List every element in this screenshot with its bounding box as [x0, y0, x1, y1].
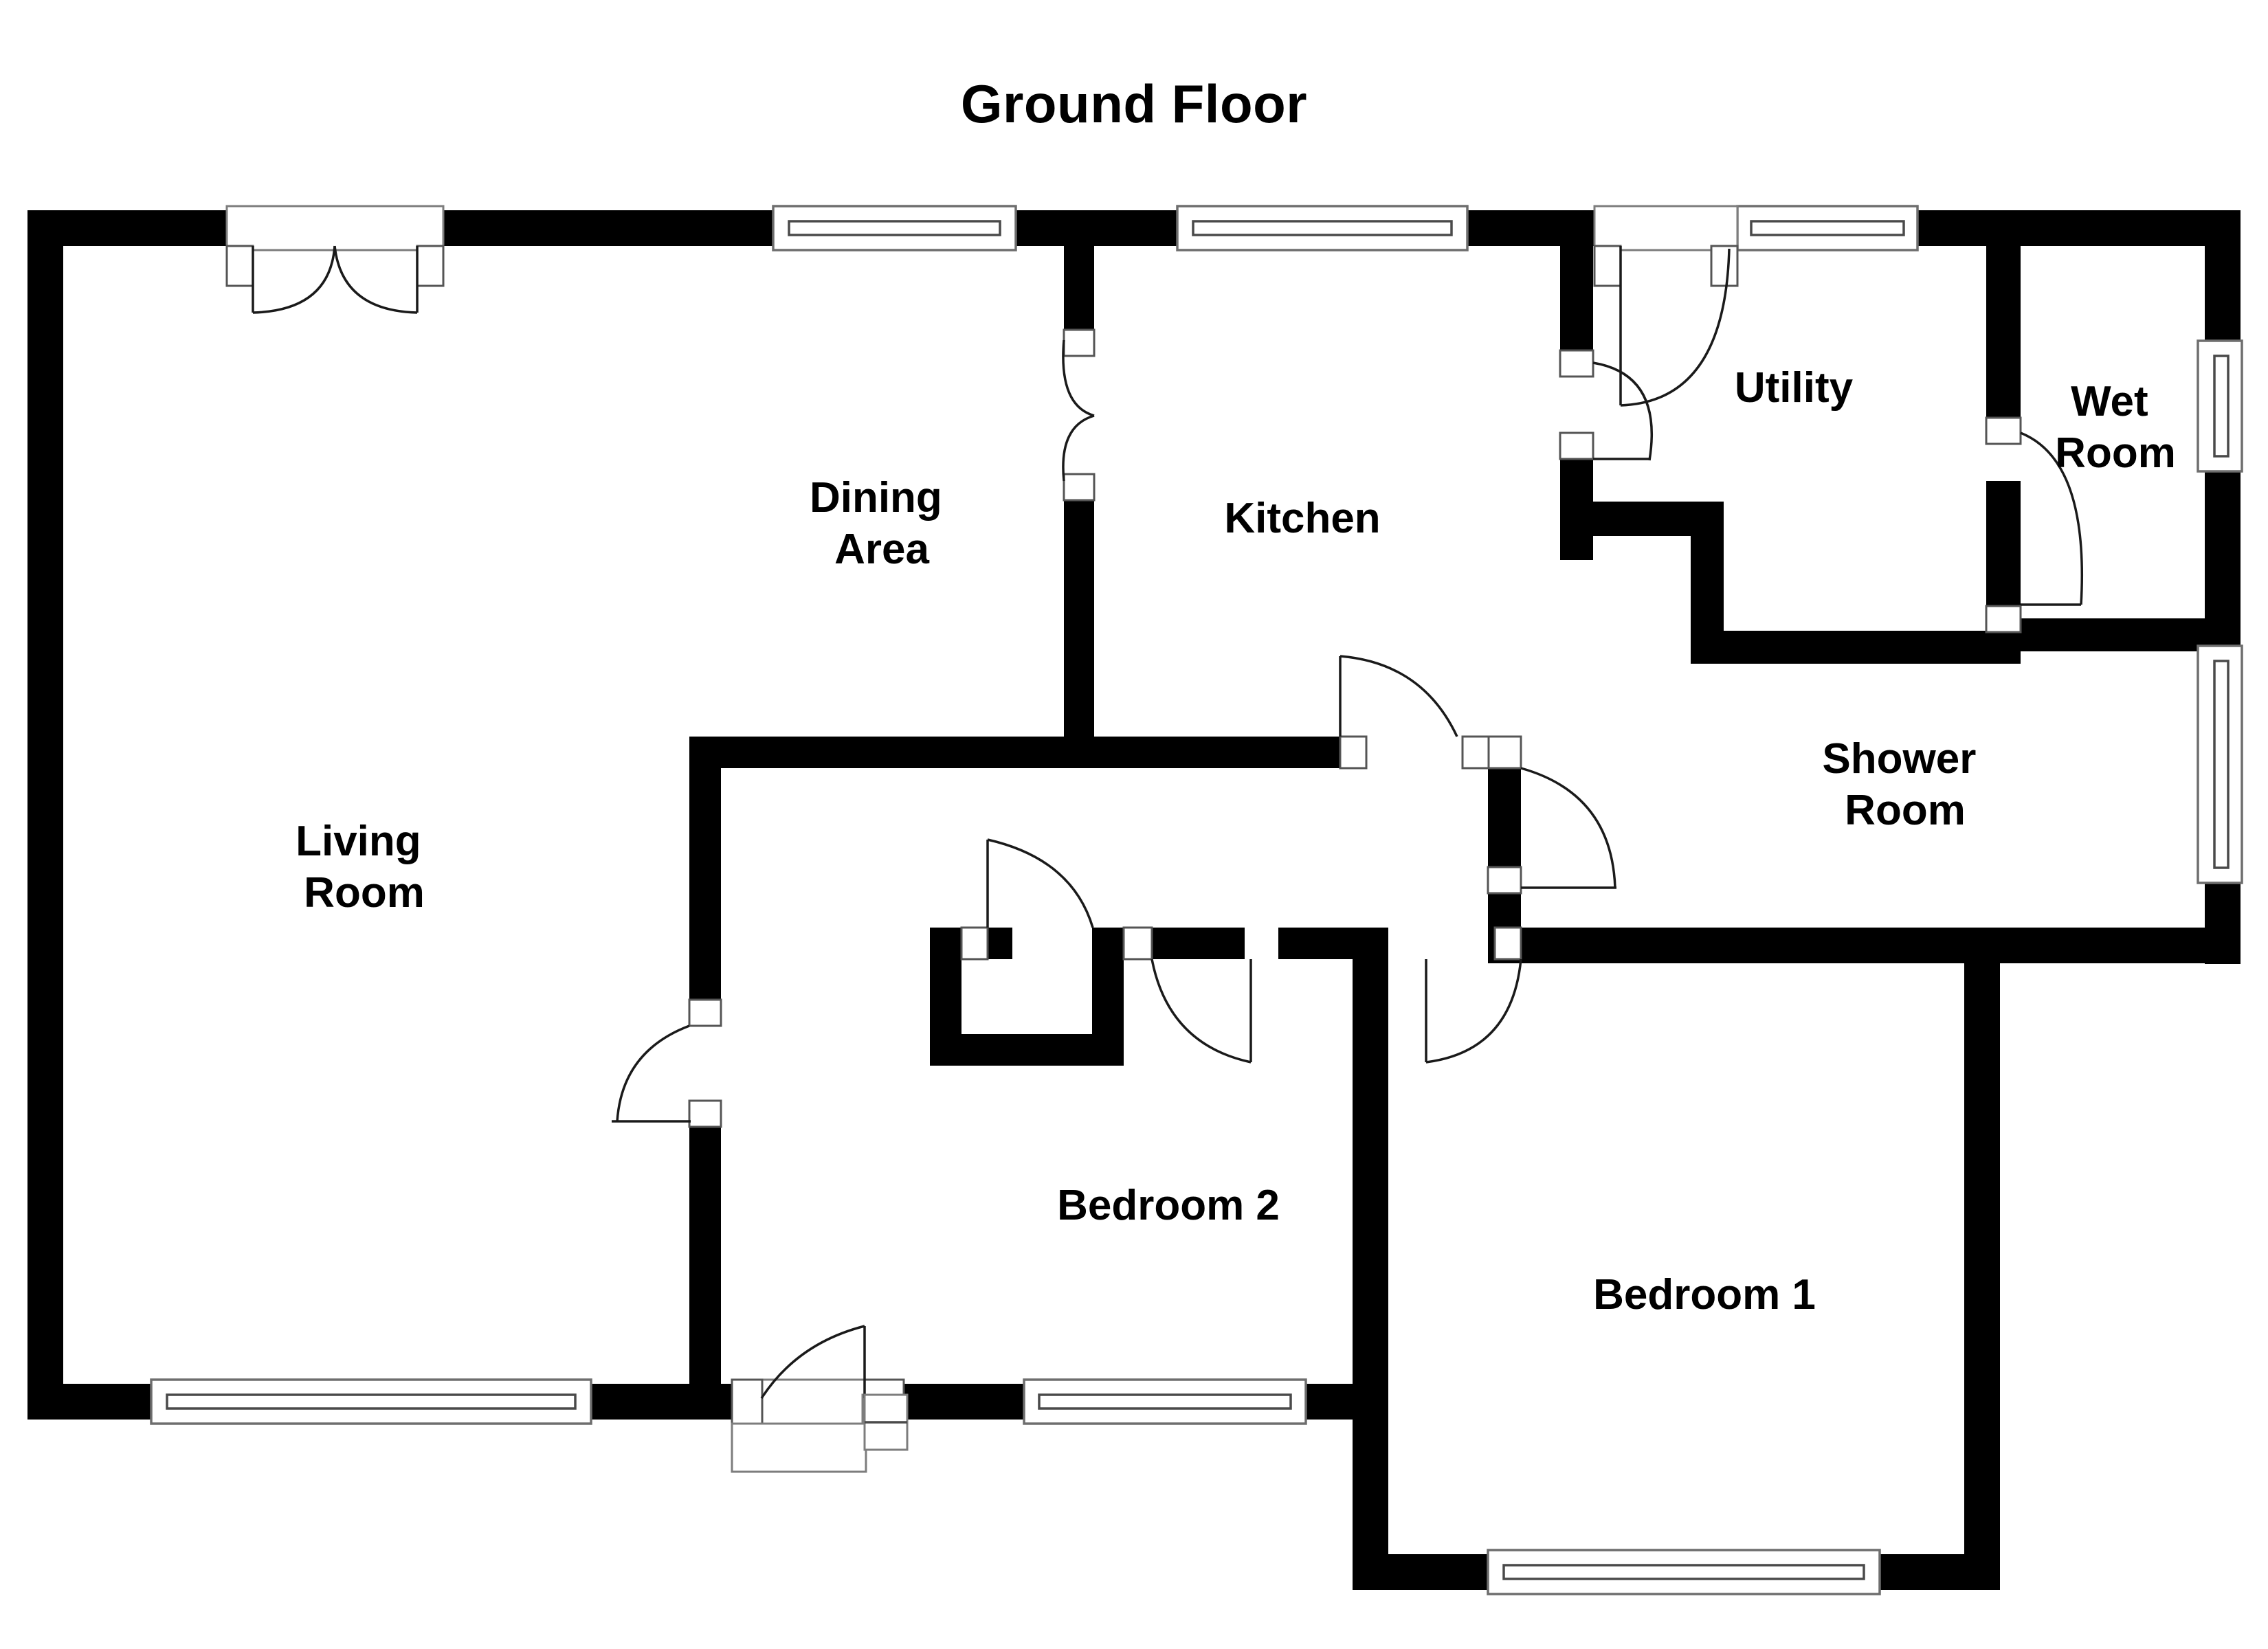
- room-label-utility-line1: Utility: [1735, 364, 1854, 412]
- dining-kitchen-door[interactable]: [1062, 328, 1096, 502]
- wall-west-exterior: [27, 210, 63, 1420]
- room-label-dining-area: Dining Area: [810, 474, 954, 573]
- wall-cupboard-east: [1092, 928, 1124, 1065]
- room-label-wet-room-line1: Wet: [2071, 378, 2148, 425]
- hall-cupboard-door[interactable]: [960, 838, 1094, 961]
- room-label-shower-room-line1: Shower: [1822, 735, 1976, 783]
- room-label-wet-room: Wet Room: [2055, 378, 2176, 477]
- room-label-shower-room-line2: Room: [1845, 787, 1966, 834]
- front-double-door[interactable]: [225, 205, 445, 314]
- wall-north-right: [1917, 210, 2241, 246]
- room-label-dining-area-line2: Area: [834, 526, 929, 573]
- wall-kitchen-east-upper: [1560, 246, 1593, 363]
- room-labels-group: Living Room Dining Area Kitchen Utility …: [296, 364, 2176, 1319]
- wall-north-pier-1: [1016, 210, 1177, 246]
- wall-bed2-east: [1353, 928, 1388, 1388]
- window-bedroom1-south: [1487, 1549, 1881, 1595]
- room-label-living-room-line2: Room: [304, 869, 425, 917]
- wall-cupboard-south: [930, 1034, 1124, 1066]
- window-showerroom-east: [2197, 644, 2243, 884]
- room-label-wet-room-line2: Room: [2055, 429, 2176, 477]
- window-bedroom2-south: [1023, 1378, 1307, 1425]
- window-kitchen-north: [1176, 205, 1469, 251]
- wall-south-pier-a: [904, 1384, 1041, 1420]
- hall-bedroom2-door[interactable]: [1122, 926, 1252, 1064]
- room-label-kitchen-line1: Kitchen: [1224, 495, 1380, 542]
- wall-bed2-north-right: [1152, 928, 1245, 959]
- kitchen-utility-door[interactable]: [1559, 349, 1653, 461]
- page-title: Ground Floor: [960, 74, 1308, 134]
- wall-south-living-left: [27, 1384, 151, 1420]
- wall-bed2-north-seg: [1278, 928, 1388, 959]
- wall-living-east-lower: [689, 1127, 721, 1415]
- window-utility-north: [1736, 205, 1919, 251]
- room-label-kitchen: Kitchen: [1224, 495, 1380, 542]
- wall-east-top: [2205, 210, 2241, 341]
- utility-exterior-door[interactable]: [1593, 205, 1739, 407]
- wall-bed1-south-left: [1353, 1554, 1490, 1590]
- wall-shower-north: [1691, 631, 2021, 664]
- room-label-living-room: Living Room: [296, 818, 433, 917]
- living-hall-door[interactable]: [612, 998, 722, 1128]
- room-label-bedroom-2-line1: Bedroom 2: [1057, 1182, 1280, 1229]
- window-dining-north: [772, 205, 1017, 251]
- walls-group: [27, 210, 2241, 1590]
- rear-exterior-door[interactable]: [731, 1325, 909, 1473]
- wall-dining-kitchen-top: [1064, 246, 1094, 337]
- utility-wetroom-door[interactable]: [1985, 416, 2084, 633]
- wall-north-pier-2: [1467, 210, 1594, 246]
- room-label-bedroom-2: Bedroom 2: [1057, 1182, 1280, 1229]
- hall-showerroom-door[interactable]: [1487, 735, 1616, 895]
- room-label-shower-room: Shower Room: [1822, 735, 1988, 834]
- room-label-bedroom-1-line1: Bedroom 1: [1593, 1271, 1816, 1319]
- windows-group: [150, 205, 2243, 1595]
- wall-living-east-upper: [689, 737, 721, 1005]
- wall-hall-north: [689, 737, 1366, 768]
- wall-bed1-east: [1964, 928, 2000, 1590]
- window-wetroom-east: [2197, 339, 2243, 473]
- wall-north-a: [443, 210, 773, 246]
- doors-group: [225, 205, 2084, 1473]
- wall-bed1-north: [1521, 928, 2002, 963]
- room-label-dining-area-line1: Dining: [810, 474, 942, 521]
- wall-dining-kitchen-bottom: [1064, 485, 1094, 743]
- wall-wetroom-west-upper: [1986, 246, 2021, 425]
- hall-bedroom1-door[interactable]: [1425, 926, 1522, 1064]
- window-living-south: [150, 1378, 592, 1425]
- room-label-utility: Utility: [1735, 364, 1854, 412]
- room-label-bedroom-1: Bedroom 1: [1593, 1271, 1816, 1319]
- hall-kitchen-door[interactable]: [1339, 655, 1490, 770]
- room-label-living-room-line1: Living: [296, 818, 421, 865]
